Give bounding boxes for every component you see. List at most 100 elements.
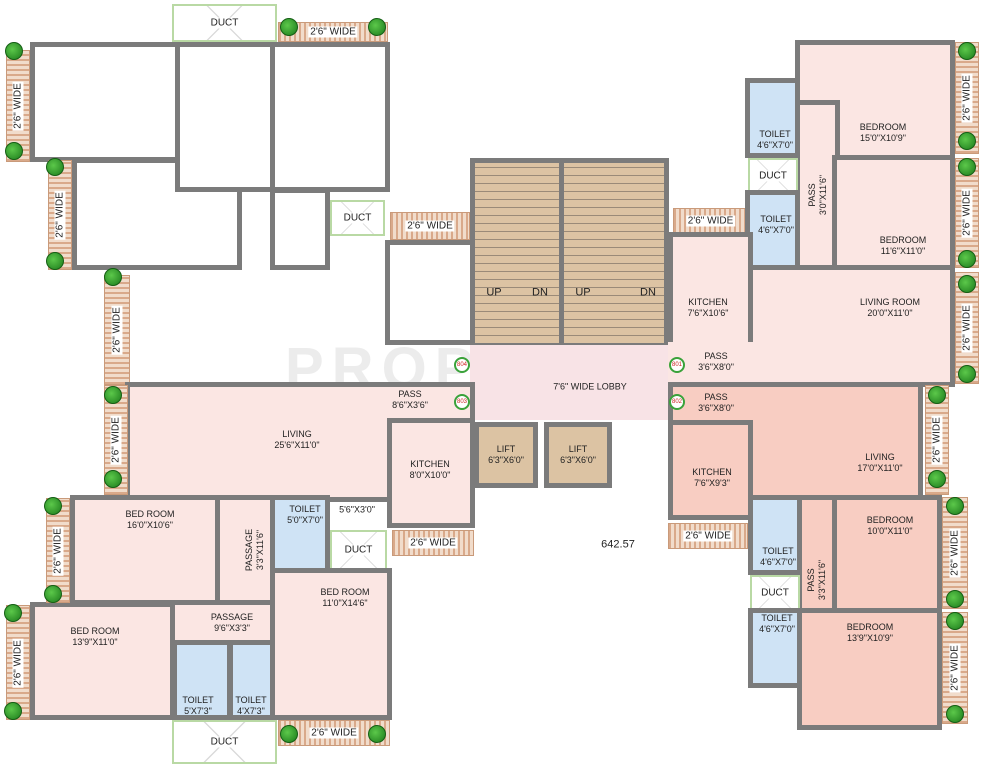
duct-top-left-mid: DUCT bbox=[330, 200, 385, 236]
room-text: 5'0"X7'0" bbox=[287, 515, 323, 525]
room-text: 3'3"X11'6" bbox=[255, 529, 265, 571]
room-text: KITCHEN bbox=[410, 459, 450, 469]
tree-icon bbox=[104, 268, 122, 286]
tree-icon bbox=[958, 365, 976, 383]
tree-icon bbox=[946, 590, 964, 608]
room-text: 16'0"X10'6" bbox=[127, 520, 173, 530]
tree-icon bbox=[958, 132, 976, 150]
room-text: 13'9"X10'9" bbox=[847, 633, 893, 643]
tree-icon bbox=[44, 585, 62, 603]
room-text: 17'0"X11'0" bbox=[857, 463, 903, 473]
tree-icon bbox=[368, 18, 386, 36]
room-text: 25'6"X11'0" bbox=[274, 440, 320, 450]
room-text: BED ROOM bbox=[70, 626, 120, 636]
balcony: 2'6" WIDE bbox=[48, 160, 72, 270]
top-left-room-5 bbox=[270, 188, 330, 270]
bedroom-1-802 bbox=[832, 495, 942, 613]
room-text: 3'0"X11'6" bbox=[818, 174, 828, 216]
balcony: 2'6" WIDE bbox=[955, 158, 979, 268]
room-text: PASS bbox=[704, 351, 728, 361]
tree-icon bbox=[46, 252, 64, 270]
toilet-1-801 bbox=[745, 78, 800, 158]
room-text: LIVING ROOM bbox=[859, 297, 921, 307]
room-text: LIFT bbox=[496, 444, 516, 454]
tree-icon bbox=[104, 386, 122, 404]
stair-up-label: UP bbox=[486, 286, 502, 299]
stair-down-label: DN bbox=[532, 286, 548, 299]
room-text: TOILET bbox=[759, 129, 791, 139]
room-text: PASS bbox=[806, 568, 816, 592]
bedroom-2-802 bbox=[797, 608, 942, 730]
room-text: 4'6"X7'0" bbox=[758, 225, 794, 235]
kitchen-802 bbox=[668, 420, 753, 520]
room-text: 8'0"X10'0" bbox=[409, 470, 451, 480]
room-text: LIVING bbox=[865, 452, 895, 462]
room-text: TOILET bbox=[289, 504, 321, 514]
room-text: BEDROOM bbox=[859, 122, 907, 132]
top-left-room-4 bbox=[270, 42, 390, 192]
room-text: 7'6"X10'6" bbox=[687, 308, 729, 318]
tree-icon bbox=[958, 275, 976, 293]
room-text: 15'0"X10'9" bbox=[860, 133, 906, 143]
toilet-1-802 bbox=[748, 495, 802, 575]
tree-icon bbox=[104, 470, 122, 488]
room-text: KITCHEN bbox=[688, 297, 728, 307]
tree-icon bbox=[946, 612, 964, 630]
tree-icon bbox=[5, 142, 23, 160]
room-text: TOILET bbox=[762, 546, 794, 556]
balcony: 2'6" WIDE bbox=[104, 275, 130, 385]
lobby bbox=[470, 345, 668, 420]
room-text: PASSAGE bbox=[210, 612, 254, 622]
tree-icon bbox=[958, 42, 976, 60]
top-left-room-1 bbox=[30, 42, 180, 162]
room-text: TOILET bbox=[182, 695, 214, 705]
room-text: 10'0"X11'0" bbox=[867, 526, 913, 536]
tree-icon bbox=[280, 18, 298, 36]
room-text: LIVING bbox=[282, 429, 312, 439]
room-text: TOILET bbox=[761, 613, 793, 623]
tree-icon bbox=[5, 42, 23, 60]
room-text: 13'9"X11'0" bbox=[72, 637, 118, 647]
balcony: 2'6" WIDE bbox=[673, 208, 748, 234]
toilet-2-801 bbox=[745, 190, 800, 270]
balcony: 2'6" WIDE bbox=[668, 523, 748, 549]
balcony: 2'6" WIDE bbox=[390, 212, 470, 240]
living-room-801 bbox=[748, 265, 955, 387]
room-text: 4'X7'3" bbox=[237, 706, 265, 716]
staircase-2 bbox=[559, 158, 669, 348]
room-text: BEDROOM bbox=[846, 622, 894, 632]
flat-number-marker: 804 bbox=[454, 357, 470, 373]
balcony: 2'6" WIDE bbox=[6, 605, 30, 720]
room-text: BEDROOM bbox=[866, 515, 914, 525]
room-text: 3'3"X11'6" bbox=[817, 559, 827, 601]
top-left-room-3 bbox=[175, 42, 275, 192]
flat-number-marker: 801 bbox=[669, 357, 685, 373]
flat-number-marker: 802 bbox=[669, 394, 685, 410]
room-text: BEDROOM bbox=[879, 235, 927, 245]
room-text: 4'6"X7'0" bbox=[757, 140, 793, 150]
room-text: 6'3"X6'0" bbox=[488, 455, 524, 465]
duct-801: DUCT bbox=[748, 158, 798, 193]
room-text: 3'6"X8'0" bbox=[698, 362, 734, 372]
room-text: 11'0"X14'6" bbox=[322, 598, 368, 608]
tree-icon bbox=[958, 250, 976, 268]
staircase-1 bbox=[470, 158, 564, 348]
room-text: KITCHEN bbox=[692, 467, 732, 477]
